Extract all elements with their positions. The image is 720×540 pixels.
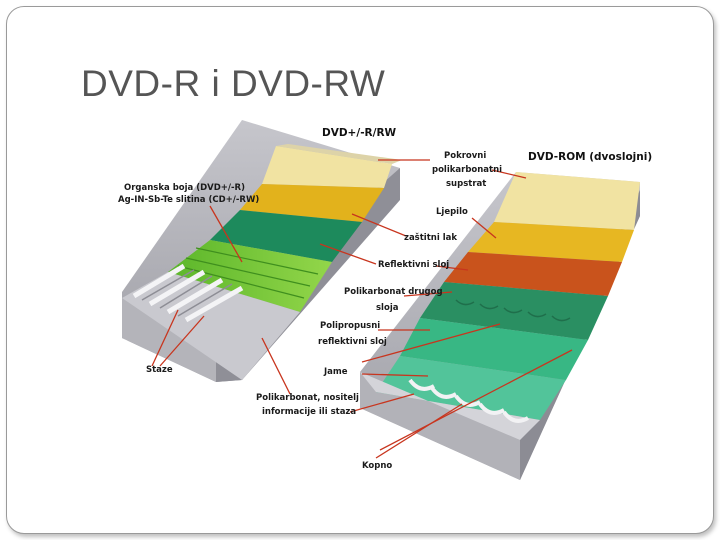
- left-track-grooves: [141, 269, 233, 317]
- left-tracks: [132, 263, 244, 323]
- label-substrate-2: informacije ili staza: [262, 407, 356, 417]
- right-disc-block: [360, 172, 640, 480]
- left-reflective-layer: [210, 210, 362, 262]
- left-track-area: [122, 272, 300, 380]
- right-substrate-top: [360, 372, 540, 440]
- label-cover-3: supstrat: [446, 179, 486, 189]
- leader-lacquer: [351, 213, 407, 237]
- right-pit-layer: [376, 356, 566, 420]
- leader-land-2: [379, 349, 573, 451]
- left-diagram-header: DVD+/-R/RW: [322, 127, 397, 139]
- leader-lines: [151, 159, 573, 459]
- label-reflective: Reflektivni sloj: [378, 260, 449, 270]
- right-block-front-face: [360, 372, 520, 480]
- right-cover-layer: [494, 172, 640, 230]
- leader-tracks-2: [159, 315, 205, 367]
- label-substrate-1: Polikarbonat, nositelj: [256, 393, 359, 403]
- leader-poly2: [403, 291, 453, 297]
- label-cover-2: polikarbonatni: [432, 165, 502, 175]
- right-semi-reflective-layer: [400, 318, 588, 380]
- label-poly2-2: sloja: [376, 303, 399, 313]
- label-lacquer: zaštitni lak: [404, 232, 457, 243]
- slide-title: DVD-R i DVD-RW: [81, 63, 386, 104]
- label-semi-1: Polipropusni: [320, 321, 380, 331]
- label-glue: Ljepilo: [436, 207, 468, 217]
- label-alloy: Ag-IN-Sb-Te slitina (CD+/-RW): [118, 195, 259, 205]
- left-lacquer-layer: [240, 184, 384, 222]
- leader-substrate: [261, 337, 291, 395]
- leader-reflective-left: [319, 243, 377, 265]
- leader-reflective-right: [435, 265, 469, 271]
- right-diagram-header: DVD-ROM (dvoslojni): [528, 151, 652, 163]
- label-semi-2: reflektivni sloj: [318, 337, 387, 347]
- left-cover-layer: [262, 146, 392, 188]
- leader-glue: [471, 217, 497, 239]
- label-land: Kopno: [362, 461, 392, 471]
- leader-pits-1: [361, 323, 501, 363]
- right-reflective-layer: [444, 252, 622, 296]
- label-poly2-1: Polikarbonat drugog: [344, 287, 443, 297]
- label-tracks: Staze: [146, 365, 173, 375]
- leader-pits-2: [361, 373, 429, 377]
- left-cover-wall: [276, 144, 402, 164]
- leader-organic: [209, 205, 243, 263]
- right-glue-layer: [468, 222, 634, 262]
- leader-land-1: [375, 403, 463, 459]
- left-block-front-face: [122, 298, 216, 382]
- left-disc-block: [122, 120, 402, 382]
- label-cover-1: Pokrovni: [444, 151, 486, 161]
- left-dye-layer: [168, 240, 332, 312]
- right-second-poly-layer: [420, 282, 608, 340]
- left-dye-ridges: [177, 247, 319, 299]
- right-upper-pits: [455, 299, 571, 322]
- leader-tracks-1: [151, 309, 179, 367]
- label-organic-dye: Organska boja (DVD+/-R): [124, 183, 245, 193]
- label-pits: Jame: [323, 367, 348, 377]
- leader-substrate-right: [349, 393, 415, 413]
- leader-cover-right: [491, 169, 527, 179]
